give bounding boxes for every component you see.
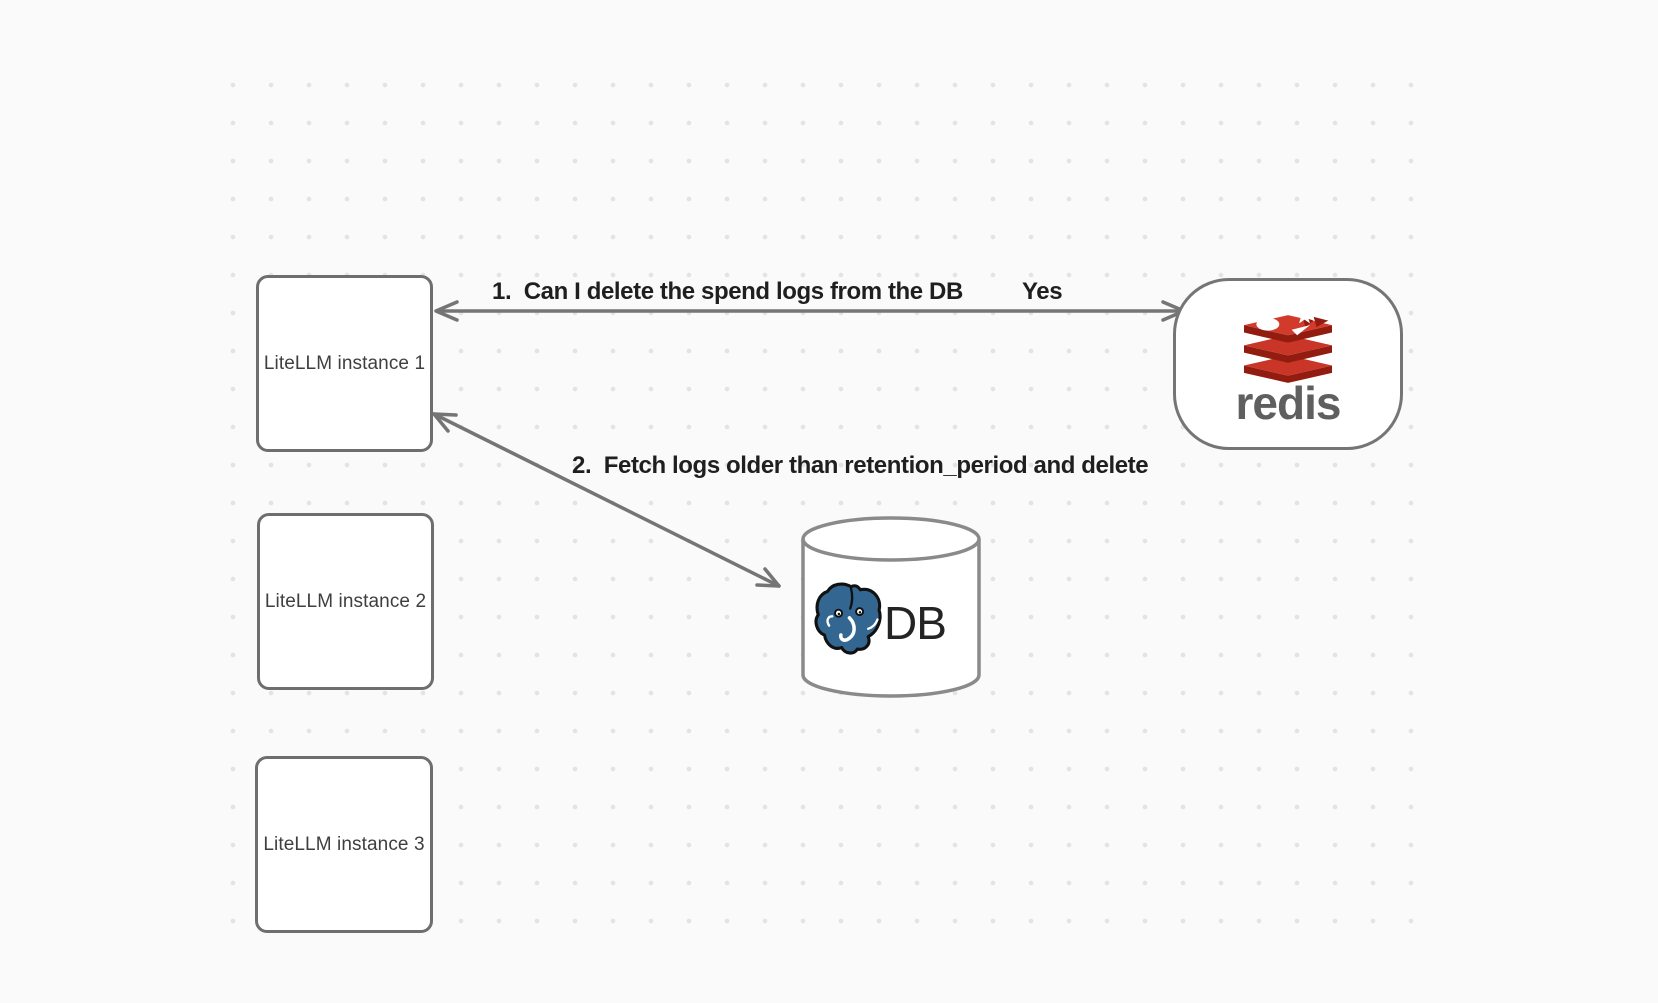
- node-litellm-instance-3: LiteLLM instance 3: [255, 756, 433, 933]
- db-cylinder-shape: [801, 516, 981, 698]
- edge1-response-label: Yes: [1022, 278, 1063, 305]
- node-db: DB: [798, 512, 984, 698]
- redis-wordmark: redis: [1235, 377, 1342, 429]
- node-litellm-instance-1: LiteLLM instance 1: [256, 275, 433, 452]
- node-label: LiteLLM instance 1: [263, 352, 426, 374]
- postgresql-elephant-icon: [814, 582, 882, 655]
- db-label: DB: [884, 597, 947, 649]
- node-label: LiteLLM instance 2: [264, 590, 427, 612]
- edge1-label: 1. Can I delete the spend logs from the …: [492, 278, 963, 305]
- redis-stack-logo-icon: [1244, 306, 1332, 383]
- node-redis: redis: [1173, 278, 1403, 450]
- node-litellm-instance-2: LiteLLM instance 2: [257, 513, 434, 690]
- edge2-label: 2. Fetch logs older than retention_perio…: [572, 452, 1149, 479]
- node-label: LiteLLM instance 3: [263, 833, 425, 855]
